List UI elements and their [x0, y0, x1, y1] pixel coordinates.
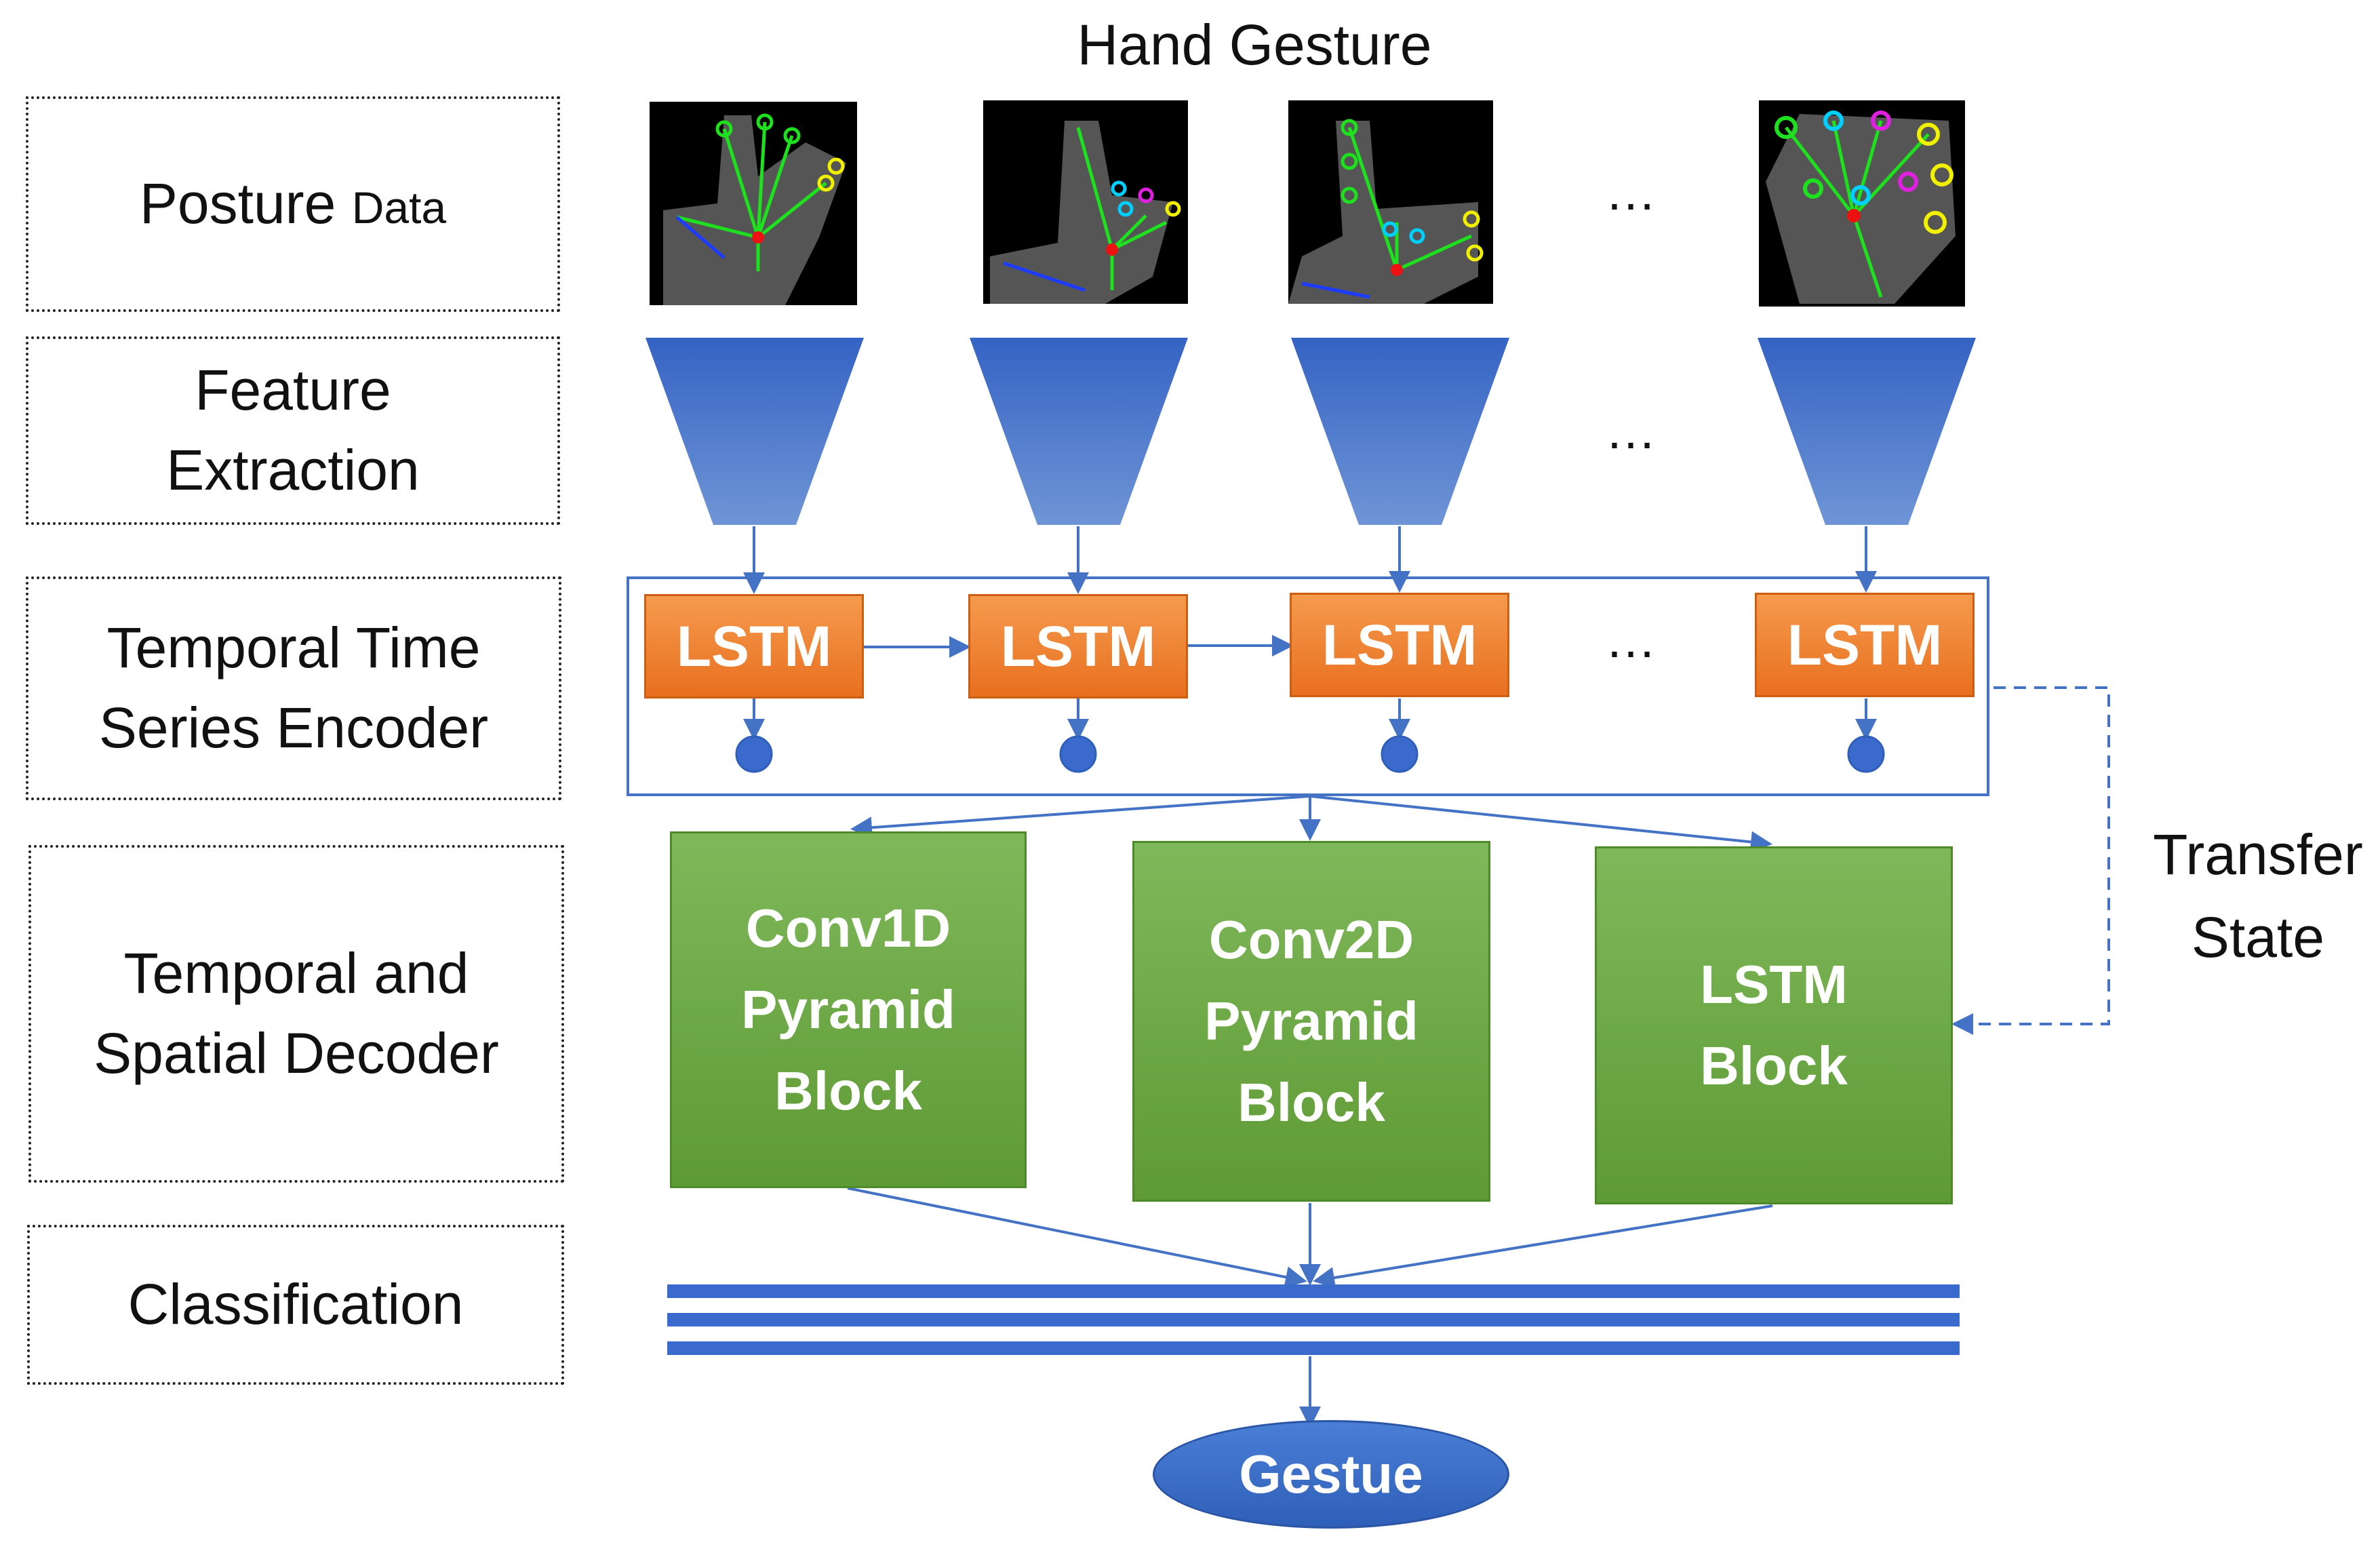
state-dot-3 [1381, 735, 1419, 773]
stage-posture-suffix: Data [351, 182, 447, 233]
transfer-state-connector [1951, 686, 2110, 1035]
arrow-encoder-lstmblock [1309, 795, 1772, 853]
conv1d-label: Conv1D [745, 898, 951, 958]
arrow-conv1d-class [847, 1187, 1307, 1288]
conv1d-block-label: Block [774, 1061, 922, 1121]
funnel-2 [970, 338, 1188, 525]
conv1d-pyramid-label: Pyramid [741, 979, 955, 1040]
stage-encoder-line2: Series Encoder [98, 696, 489, 760]
stage-posture-label: Posture [139, 172, 336, 236]
state-label: State [2191, 905, 2325, 969]
conv2d-block-label: Block [1237, 1072, 1385, 1133]
lstm-cell-2: LSTM [968, 594, 1188, 699]
hand-image-1 [650, 102, 857, 305]
stage-classification: Classification [27, 1225, 564, 1385]
class-bar-2 [667, 1313, 1960, 1326]
stage-encoder-line1: Temporal Time [106, 616, 481, 680]
conv2d-pyramid-label: Pyramid [1204, 991, 1419, 1051]
class-bar-3 [667, 1341, 1960, 1355]
stage-posture-data: Posture Data [26, 96, 560, 312]
lstm-cell-4: LSTM [1755, 593, 1975, 697]
transfer-state-label: Transfer State [2143, 814, 2373, 979]
stage-decoder-line2: Spatial Decoder [94, 1021, 499, 1085]
lstm-block-label: LSTM [1700, 954, 1848, 1015]
ellipsis-funnels: … [1605, 402, 1657, 460]
stage-classification-label: Classification [127, 1272, 464, 1337]
funnel-1 [646, 338, 864, 525]
diagram-title: Hand Gesture [1077, 13, 1432, 77]
transfer-label: Transfer [2153, 823, 2363, 886]
state-dot-4 [1847, 735, 1885, 773]
hand-image-2 [983, 100, 1188, 304]
arrow-lstmblock-class [1313, 1204, 1773, 1289]
hand-image-4 [1759, 100, 1965, 307]
state-dot-2 [1059, 735, 1097, 773]
funnel-3 [1291, 338, 1509, 525]
stage-feature-line1: Feature [195, 358, 391, 422]
stage-decoder-line1: Temporal and [123, 941, 469, 1006]
state-dot-1 [735, 735, 773, 773]
gesture-output: Gestue [1153, 1420, 1509, 1529]
ellipsis-hands: … [1605, 163, 1657, 221]
class-bar-1 [667, 1284, 1960, 1298]
ellipsis-lstm: … [1605, 611, 1657, 669]
lstm-cell-1: LSTM [644, 594, 864, 699]
funnel-4 [1758, 338, 1976, 525]
arrow-encoder-conv1d [850, 795, 1311, 839]
hand-image-3 [1288, 100, 1493, 304]
stage-feature-line2: Extraction [166, 438, 420, 502]
lstm-block-sub-label: Block [1700, 1036, 1848, 1096]
lstm-cell-3: LSTM [1290, 593, 1509, 697]
lstm-block: LSTM Block [1595, 846, 1953, 1204]
conv2d-label: Conv2D [1208, 909, 1414, 970]
